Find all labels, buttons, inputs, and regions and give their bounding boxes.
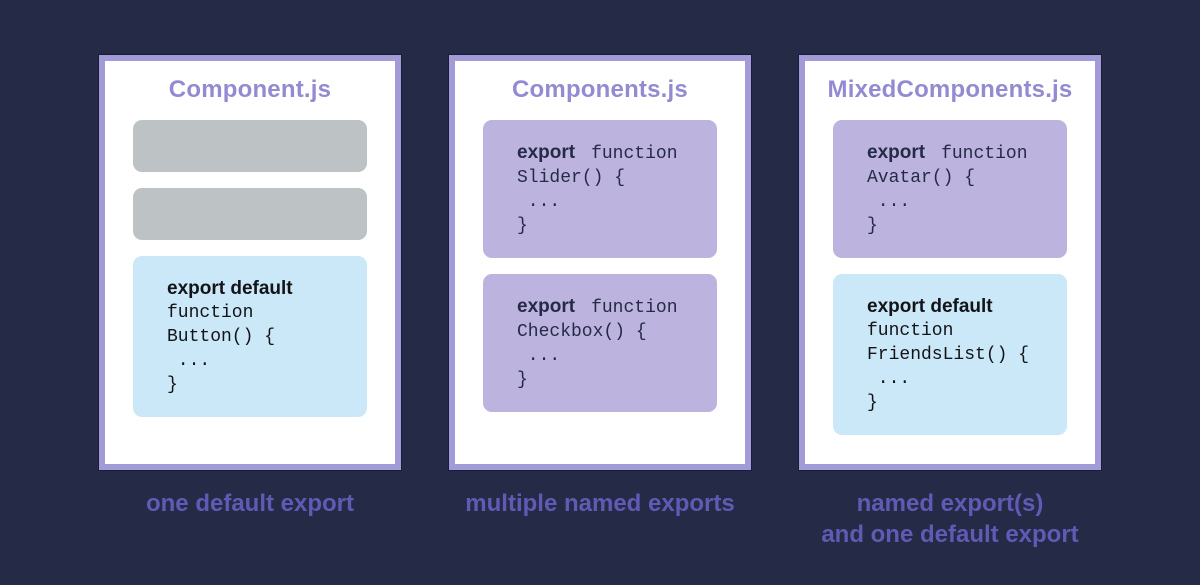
- placeholder-block: [133, 188, 367, 240]
- code-line: export function: [517, 140, 707, 166]
- function-keyword: function: [591, 144, 678, 164]
- code-line: }: [867, 393, 878, 413]
- caption-line: multiple named exports: [465, 490, 735, 517]
- card-caption: multiple named exports: [449, 488, 751, 519]
- code-line: }: [867, 216, 878, 236]
- card-caption: one default export: [99, 488, 401, 519]
- function-keyword: function: [941, 144, 1028, 164]
- code-line: Slider() {: [517, 168, 626, 188]
- code-line: ...: [867, 369, 911, 389]
- code-line: ...: [517, 192, 561, 212]
- caption-line: and one default export: [821, 521, 1079, 548]
- card-title: MixedComponents.js: [827, 76, 1073, 103]
- caption-line: named export(s): [856, 490, 1044, 517]
- code-line: Avatar() {: [867, 168, 976, 188]
- placeholder-block: [133, 120, 367, 172]
- code-line: ...: [517, 346, 561, 366]
- code-line: ...: [867, 192, 911, 212]
- function-keyword: function: [591, 298, 678, 318]
- code-line: }: [167, 375, 178, 395]
- export-keyword: export: [517, 142, 576, 163]
- caption-line: one default export: [145, 490, 355, 517]
- card-title: Components.js: [512, 76, 688, 103]
- code-line: }: [517, 370, 528, 390]
- code-line: export function: [517, 294, 707, 320]
- code-line: Button() {: [167, 327, 276, 347]
- export-keyword: export: [867, 142, 926, 163]
- card-title: Component.js: [168, 76, 332, 103]
- export-keyword: export default: [167, 278, 293, 299]
- code-line: FriendsList() {: [867, 345, 1030, 365]
- code-line: ...: [167, 351, 211, 371]
- card-caption: named export(s) and one default export: [799, 488, 1101, 550]
- export-keyword: export default: [867, 296, 993, 317]
- code-line: export default: [867, 294, 1057, 319]
- export-keyword: export: [517, 296, 576, 317]
- code-line: export default: [167, 276, 357, 301]
- code-line: export function: [867, 140, 1057, 166]
- code-line: }: [517, 216, 528, 236]
- code-line: Checkbox() {: [517, 322, 647, 342]
- code-line: function: [167, 303, 254, 323]
- code-line: function: [867, 321, 954, 341]
